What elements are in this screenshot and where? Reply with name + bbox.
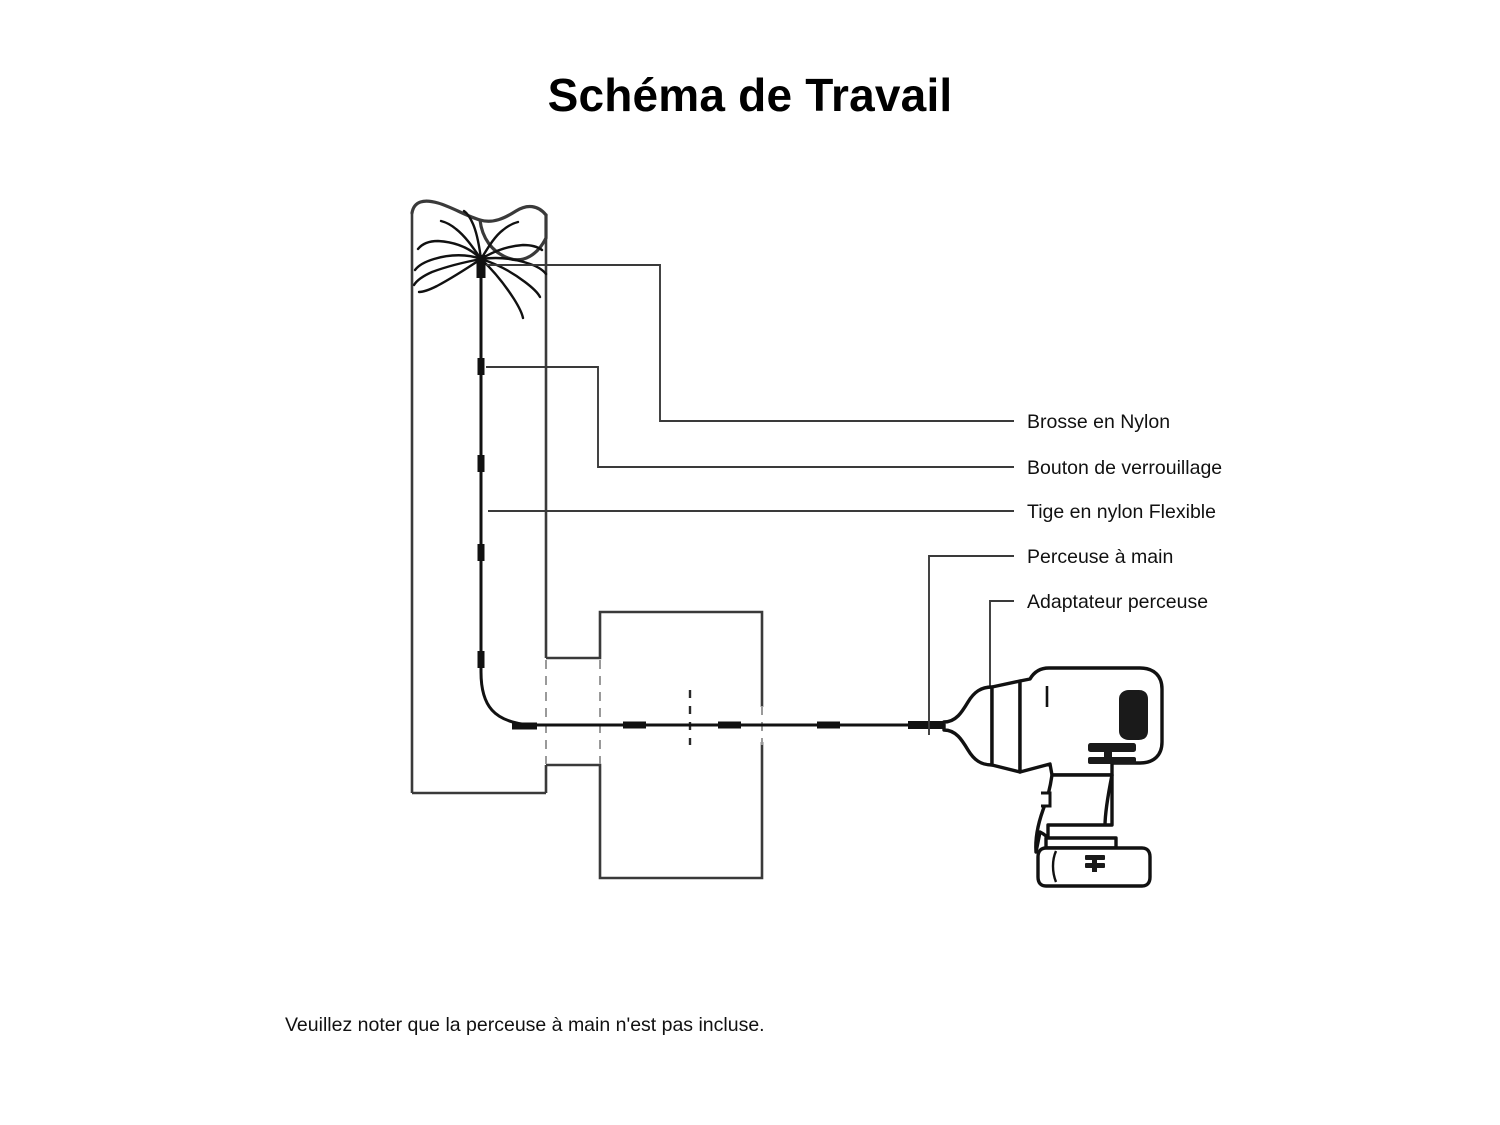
drill-switch-stem: [1104, 748, 1112, 760]
leader-bouton: [486, 366, 1012, 468]
label-bouton-de-verrouillage: Bouton de verrouillage: [1027, 457, 1222, 479]
drill-vent-block: [1119, 690, 1148, 740]
bristle-9: [479, 256, 548, 276]
battery-latch-top: [1085, 855, 1105, 860]
bristle-3: [412, 257, 483, 287]
duct-upper-box: [546, 610, 764, 707]
bristle-8: [479, 243, 544, 261]
flexible-rod-group: [479, 262, 930, 727]
bristle-11: [479, 257, 525, 320]
drill-switch-lower: [1088, 757, 1136, 764]
hidden-lines-group: [545, 660, 763, 764]
rod-connector-group: [476, 255, 944, 730]
label-perceuse-a-main: Perceuse à main: [1027, 546, 1173, 568]
label-adaptateur-perceuse: Adaptateur perceuse: [1027, 591, 1208, 613]
bristle-5: [439, 219, 483, 261]
page-title: Schéma de Travail: [547, 69, 953, 121]
drill-handle-column: [1103, 774, 1114, 827]
battery-latch-group: [1085, 855, 1105, 872]
bristle-2: [413, 254, 483, 272]
hand-drill-group: [942, 666, 1164, 888]
leader-line-group: [486, 264, 1012, 735]
bristle-7: [479, 220, 520, 261]
drill-trigger: [1041, 791, 1052, 808]
label-tige-en-nylon-flexible: Tige en nylon Flexible: [1027, 501, 1216, 523]
pipe-torn-top-edge: [410, 199, 548, 223]
chuck-barrel: [990, 679, 1022, 774]
label-brosse-en-nylon: Brosse en Nylon: [1027, 411, 1170, 433]
bristle-1: [416, 239, 483, 261]
flexible-rod-path: [479, 262, 930, 727]
bristle-4: [417, 257, 483, 294]
label-tick-group: [990, 420, 1014, 602]
battery-side-crease: [1051, 850, 1058, 883]
leader-perceuse: [928, 555, 1012, 735]
footnote-text: Veuillez noter que la perceuse à main n'…: [285, 1014, 765, 1036]
drill-switch-group: [1088, 743, 1136, 764]
drill-adapter-cone: [942, 685, 994, 767]
battery-latch-stem: [1092, 858, 1097, 872]
drill-switch-upper: [1088, 743, 1136, 752]
bristle-6: [462, 209, 483, 261]
duct-outline-group: [410, 199, 764, 880]
label-text-group: Brosse en Nylon Bouton de verrouillage T…: [1027, 411, 1222, 613]
duct-lower-box: [546, 742, 764, 880]
leader-brosse: [486, 264, 1012, 422]
